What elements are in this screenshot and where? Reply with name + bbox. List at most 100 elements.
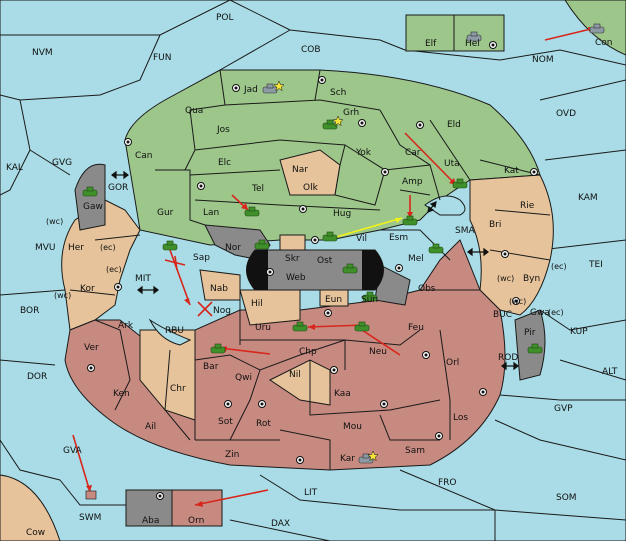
tank-icon xyxy=(527,343,543,354)
province-label-nab: Nab xyxy=(210,284,228,294)
star-icon xyxy=(332,115,344,127)
province-label-mel: Mel xyxy=(408,254,424,264)
support-line xyxy=(335,217,403,238)
coast-tag: (wc) xyxy=(46,217,63,226)
province-label-elc: Elc xyxy=(218,158,231,168)
province-label-con: Con xyxy=(595,38,613,48)
province-label-chr: Chr xyxy=(170,384,186,394)
tank-icon xyxy=(262,83,278,94)
province-label-orn: Orn xyxy=(188,516,204,526)
sea-label-nvm: NVM xyxy=(32,48,53,58)
sea-label-mit: MIT xyxy=(135,274,151,284)
province-label-pir: Pir xyxy=(524,328,536,338)
sea-label-ovd: OVD xyxy=(556,109,576,119)
sea-label-mvu: MVU xyxy=(35,243,56,253)
province-label-byn: Byn xyxy=(523,274,540,284)
move-arrow xyxy=(404,132,457,186)
province-label-obs: Obs xyxy=(418,284,436,294)
cap-west xyxy=(246,250,268,290)
sea-label-kam: KAM xyxy=(578,193,598,203)
province-label-hug: Hug xyxy=(333,209,351,219)
province-label-eld: Eld xyxy=(447,120,461,130)
tank-icon xyxy=(322,119,338,130)
sea-label-rbu: RBU xyxy=(165,326,184,336)
province-aba[interactable] xyxy=(125,489,173,527)
coast-tag: (ec) xyxy=(548,308,564,317)
tank-icon xyxy=(342,263,358,274)
province-label-yok: Yok xyxy=(355,148,372,158)
sea-label-kal: KAL xyxy=(6,163,23,173)
sea-label-rod: ROD xyxy=(498,353,518,363)
province-label-gaw: Gaw xyxy=(83,202,103,212)
province-label-ost: Ost xyxy=(317,256,333,266)
province-label-hil: Hil xyxy=(251,299,263,309)
tank-icon xyxy=(452,178,468,189)
province-label-bri: Bri xyxy=(489,220,501,230)
region-west xyxy=(61,199,141,331)
sea-label-swm: SWM xyxy=(79,513,101,523)
star-icon xyxy=(273,80,285,92)
province-pir[interactable] xyxy=(514,309,546,381)
province-label-ken: Ken xyxy=(113,389,130,399)
province-label-her: Her xyxy=(68,243,84,253)
province-elf[interactable] xyxy=(405,14,455,52)
sea-label-bor: BOR xyxy=(20,306,39,316)
province-label-gur: Gur xyxy=(157,208,174,218)
province-label-ark: Ark xyxy=(118,321,134,331)
sea-label-buc: BUC xyxy=(493,310,512,320)
tank-icon xyxy=(589,23,605,34)
star-icon xyxy=(367,450,379,462)
province-label-orl: Orl xyxy=(446,358,459,368)
province-label-olk: Olk xyxy=(303,183,319,193)
sea-labels: POL NVM FUN COB NOM OVD KAL GVG GOR KAM … xyxy=(6,13,618,529)
province-label-neu: Neu xyxy=(369,347,387,357)
province-label-los: Los xyxy=(453,413,468,423)
province-label-chp: Chp xyxy=(299,347,317,357)
unit-marker xyxy=(85,490,97,500)
sea-label-tei: TEI xyxy=(588,260,603,270)
province-label-can: Can xyxy=(135,151,153,161)
province-label-grh: Grh xyxy=(343,108,359,118)
sea-label-sma: SMA xyxy=(455,226,475,236)
units xyxy=(82,23,605,500)
province-label-zin: Zin xyxy=(225,450,239,460)
tank-icon xyxy=(362,291,378,302)
province-label-eun: Eun xyxy=(325,295,342,305)
province-label-kat: Kat xyxy=(504,166,519,176)
tank-icon xyxy=(322,231,338,242)
sea-label-lit: LIT xyxy=(304,488,318,498)
province-label-hel: Hel xyxy=(465,39,480,49)
province-label-nar: Nar xyxy=(292,165,308,175)
coast-tag: (ec) xyxy=(100,243,116,252)
province-label-sch: Sch xyxy=(330,88,346,98)
sea-label-gvg: GVG xyxy=(52,158,72,168)
cap-east xyxy=(362,250,384,290)
sea-label-gva: GVA xyxy=(63,446,83,456)
province-label-jad: Jad xyxy=(243,85,258,95)
province-hil[interactable] xyxy=(239,289,301,326)
province-label-sun: Sun xyxy=(361,295,378,305)
supply-centers xyxy=(87,41,538,500)
province-gaw[interactable] xyxy=(74,163,106,231)
province-label-ail: Ail xyxy=(145,422,156,432)
province-orn[interactable] xyxy=(171,489,223,527)
province-label-sam: Sam xyxy=(405,446,425,456)
province-yok[interactable] xyxy=(334,144,386,206)
move-arrow xyxy=(544,27,596,41)
sea-label-pol: POL xyxy=(216,13,234,23)
province-label-elf: Elf xyxy=(425,39,437,49)
province-label-sap: Sap xyxy=(193,253,210,263)
province-label-lan: Lan xyxy=(203,208,219,218)
province-label-uta: Uta xyxy=(444,159,460,169)
coast-tags: (wc) (ec) (ec) (wc) (wc) (ec) (wc) (ec) xyxy=(46,217,567,317)
province-label-feu: Feu xyxy=(408,323,424,333)
province-label-sot: Sot xyxy=(218,417,233,427)
province-label-qua: Qua xyxy=(185,106,203,116)
move-arrows xyxy=(72,27,596,507)
connectors xyxy=(111,170,519,371)
province-label-cow: Cow xyxy=(26,528,45,538)
province-nil[interactable] xyxy=(269,359,331,406)
province-label-esm: Esm xyxy=(389,233,408,243)
sea-label-dax: DAX xyxy=(271,519,290,529)
sea-label-gor: GOR xyxy=(108,183,128,193)
